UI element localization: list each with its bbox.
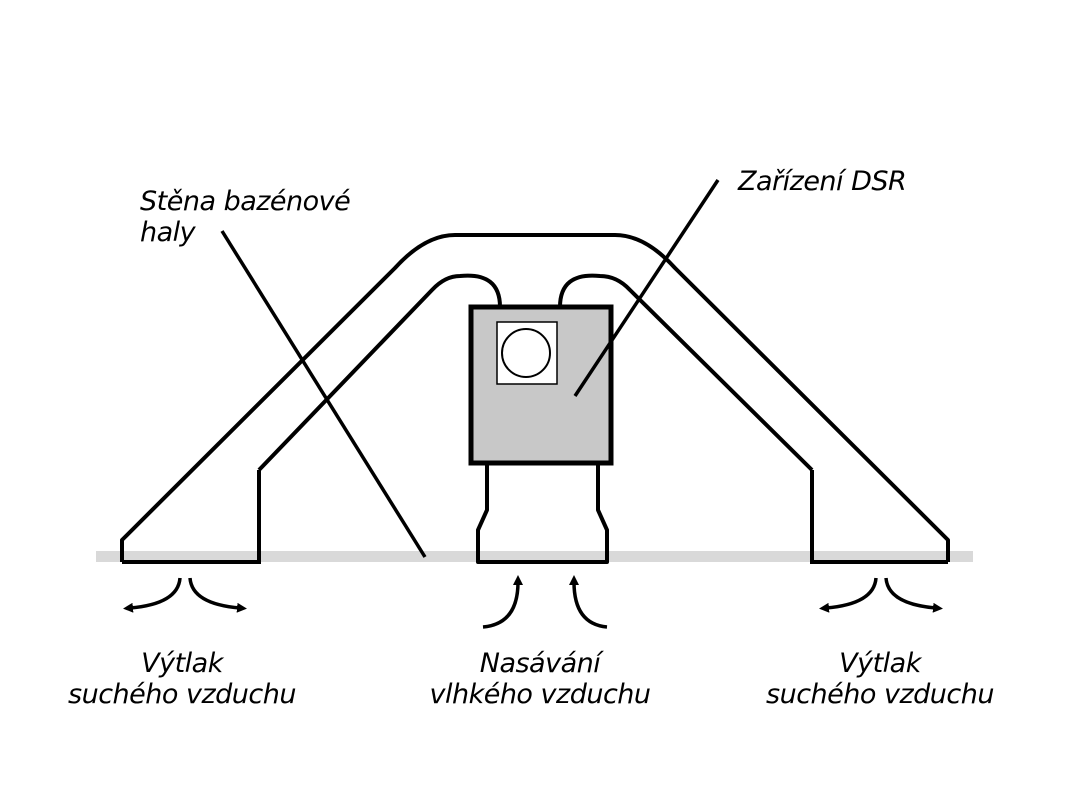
duct-inner-left [257,273,502,472]
outlet-right-label-line-1: Výtlak [839,648,921,679]
duct-inner-right [558,273,814,472]
intake-label: Nasávání vlhkého vzduchu [415,648,665,710]
outlet-left-label-line-1: Výtlak [141,648,223,679]
wall-label-line-1: Stěna bazénové [140,186,351,217]
arrow-left-outlet-right [188,577,247,613]
outlet-right-label: Výtlak suchého vzduchu [760,648,1000,710]
arrow-intake-left [482,575,523,629]
arrow-intake-right [569,575,608,629]
wall-label: Stěna bazénové haly [140,186,351,248]
outlet-left-label: Výtlak suchého vzduchu [62,648,302,710]
device-pointer-line [573,179,720,397]
dsr-unit-fan-icon [501,328,551,378]
arrow-left-outlet-left [123,577,182,613]
intake-label-line-2: vlhkého vzduchu [429,679,651,710]
intake-duct [476,463,609,564]
device-label-text: Zařízení DSR [738,166,907,197]
floor-line [96,551,973,562]
wall-label-line-2: haly [140,217,196,248]
duct-left-outlet [122,470,261,564]
duct-right-outlet [810,470,948,564]
arrow-right-outlet-left [819,577,878,613]
arrow-right-outlet-right [884,577,943,613]
intake-label-line-1: Nasávání [479,648,601,679]
wall-pointer-line [220,230,427,558]
outlet-left-label-line-2: suchého vzduchu [68,679,296,710]
outlet-right-label-line-2: suchého vzduchu [766,679,994,710]
device-label: Zařízení DSR [738,166,907,197]
